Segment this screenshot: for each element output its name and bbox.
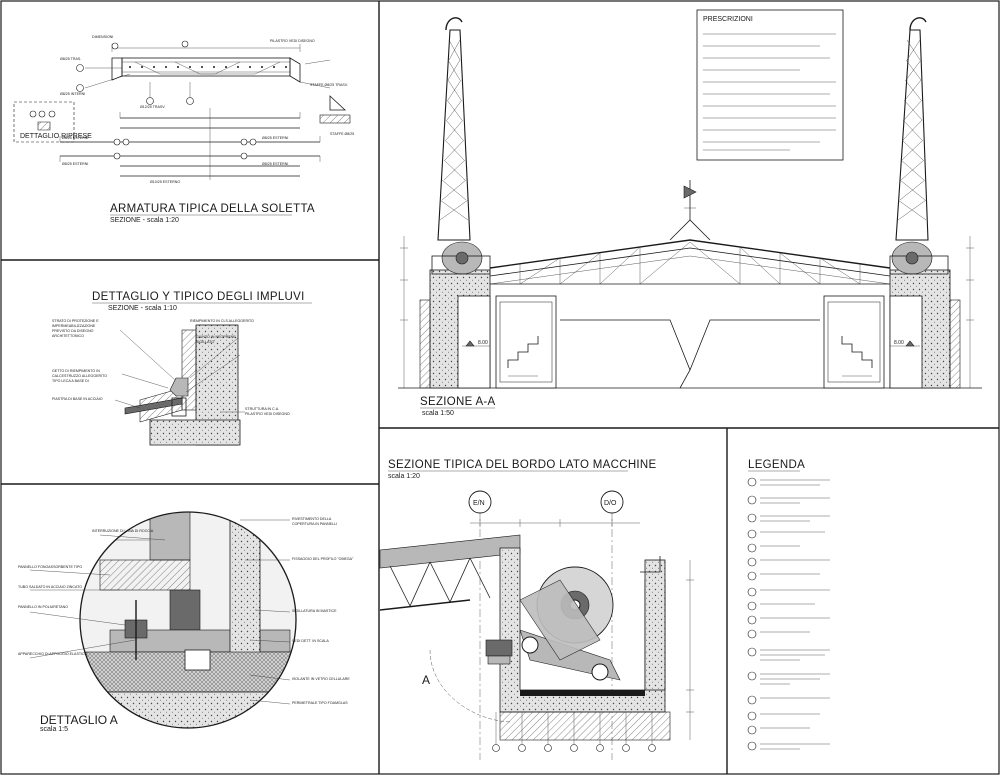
axis-label-do: D/O	[604, 500, 617, 507]
slab-reinforcement-drawing: DIMENSIONI PILASTRO VEDI DISEGNO Ø8/25 TR…	[13, 35, 354, 184]
edge-section-drawing: E/N D/O A	[379, 490, 694, 760]
svg-text:CALCESTRUZZO ALLEGGERITO: CALCESTRUZZO ALLEGGERITO	[52, 374, 107, 378]
slab-title: ARMATURA TIPICA DELLA SOLETTA	[110, 203, 315, 215]
svg-text:Ø10/25 ESTERNO: Ø10/25 ESTERNO	[150, 180, 180, 184]
svg-text:STRATO DI PROTEZIONE E: STRATO DI PROTEZIONE E	[52, 319, 99, 323]
svg-text:INTERRUZIONE DI LANA DI ROCCIA: INTERRUZIONE DI LANA DI ROCCIA	[92, 529, 154, 533]
svg-text:FISSAGGIO DEL PROFILO "OMEGA": FISSAGGIO DEL PROFILO "OMEGA"	[292, 557, 354, 561]
axis-label-en: E/N	[473, 500, 485, 507]
section-aa-subtitle: scala 1:50	[422, 410, 454, 417]
level-right: 8.00	[894, 340, 904, 346]
svg-text:Ø8/25 ESTERNI: Ø8/25 ESTERNI	[262, 162, 288, 166]
svg-text:RIEMPIMENTO IN CLS ALLEGGERITO: RIEMPIMENTO IN CLS ALLEGGERITO	[190, 319, 254, 323]
section-aa-drawing: 8.00 8.00	[398, 17, 982, 389]
svg-text:STAFFE Ø8/25: STAFFE Ø8/25	[330, 132, 354, 136]
svg-text:IMPERMEABILIZZAZIONE: IMPERMEABILIZZAZIONE	[52, 324, 96, 328]
svg-text:VEDI DETT. IN SCALA: VEDI DETT. IN SCALA	[292, 639, 329, 643]
svg-text:PANNELLO IN POLIURETANO: PANNELLO IN POLIURETANO	[18, 605, 68, 609]
svg-text:Ø8/25 ESTERNI: Ø8/25 ESTERNI	[62, 136, 88, 140]
section-aa-title: SEZIONE A-A	[420, 396, 496, 408]
svg-text:PERIMETRALE TIPO FOAMGLAS: PERIMETRALE TIPO FOAMGLAS	[292, 701, 348, 705]
svg-text:ISOLANTE IN VETRO CELLULARE: ISOLANTE IN VETRO CELLULARE	[292, 677, 350, 681]
edge-title: SEZIONE TIPICA DEL BORDO LATO MACCHINE	[388, 459, 657, 471]
edge-subtitle: scala 1:20	[388, 473, 420, 480]
svg-text:PILASTRO VEDI DISEGNO: PILASTRO VEDI DISEGNO	[245, 412, 290, 416]
svg-text:Ø8/25 INTERNI: Ø8/25 INTERNI	[60, 92, 85, 96]
svg-text:Ø8/25 TRAS.: Ø8/25 TRAS.	[60, 57, 81, 61]
slab-detail-label: DETTAGLIO RIPRESE	[20, 133, 92, 140]
detail-marker: A	[422, 673, 430, 687]
detail-a-subtitle: scala 1:5	[40, 726, 68, 733]
prescriptions-box: PRESCRIZIONI	[696, 9, 844, 161]
svg-text:GETTO DI RIEMPIMENTO IN: GETTO DI RIEMPIMENTO IN	[52, 369, 100, 373]
svg-text:COPERTURA IN PANNELLI: COPERTURA IN PANNELLI	[292, 522, 337, 526]
level-left: 8.00	[478, 340, 488, 346]
prescriptions-title: PRESCRIZIONI	[703, 16, 753, 23]
svg-text:PILASTRO VEDI DISEGNO: PILASTRO VEDI DISEGNO	[270, 39, 315, 43]
detail-a-title: DETTAGLIO A	[40, 713, 118, 727]
svg-text:GIUNTO IN NEOPRENE: GIUNTO IN NEOPRENE	[196, 335, 236, 339]
svg-text:Ø12/25 TRASV.: Ø12/25 TRASV.	[140, 105, 165, 109]
svg-text:ARCHITETTONICO: ARCHITETTONICO	[52, 334, 84, 338]
svg-text:APPARECCHIO DI APPOGGIO ELASTI: APPARECCHIO DI APPOGGIO ELASTICO	[18, 652, 88, 656]
legend-list	[747, 477, 830, 751]
impluvi-drawing: STRATO DI PROTEZIONE EIMPERMEABILIZZAZIO…	[52, 319, 290, 446]
impluvi-subtitle: SEZIONE - scala 1:10	[108, 305, 177, 312]
svg-text:PREVISTO DA DISEGNO: PREVISTO DA DISEGNO	[52, 329, 94, 333]
svg-text:TIPO LECA A BASE DI: TIPO LECA A BASE DI	[52, 379, 89, 383]
svg-text:SIGILLATO: SIGILLATO	[196, 340, 214, 344]
slab-subtitle: SEZIONE - scala 1:20	[110, 217, 179, 224]
svg-text:Ø8/25 ESTERNI: Ø8/25 ESTERNI	[262, 136, 288, 140]
svg-text:DIMENSIONI: DIMENSIONI	[92, 35, 113, 39]
legend-title: LEGENDA	[748, 459, 805, 471]
svg-text:PIASTRA DI BASE IN ACCIAIO: PIASTRA DI BASE IN ACCIAIO	[52, 397, 103, 401]
svg-text:TUBO SALDATO IN ACCIAIO ZINCAT: TUBO SALDATO IN ACCIAIO ZINCATO	[18, 585, 82, 589]
detail-a-drawing: INTERRUZIONE DI LANA DI ROCCIA PANNELLO …	[18, 511, 354, 729]
svg-text:RIVESTIMENTO DELLA: RIVESTIMENTO DELLA	[292, 517, 332, 521]
svg-text:STRUTTURA IN C.A.: STRUTTURA IN C.A.	[245, 407, 279, 411]
svg-text:SIGILLATURA IN MASTICE: SIGILLATURA IN MASTICE	[292, 609, 337, 613]
svg-text:STAFFE Ø8/25 TRASV.: STAFFE Ø8/25 TRASV.	[310, 83, 348, 87]
svg-text:PANNELLO FONOASSORBENTE TIPO: PANNELLO FONOASSORBENTE TIPO	[18, 565, 82, 569]
svg-text:Ø8/25 ESTERNI: Ø8/25 ESTERNI	[62, 162, 88, 166]
impluvi-title: DETTAGLIO Y TIPICO DEGLI IMPLUVI	[92, 291, 305, 303]
